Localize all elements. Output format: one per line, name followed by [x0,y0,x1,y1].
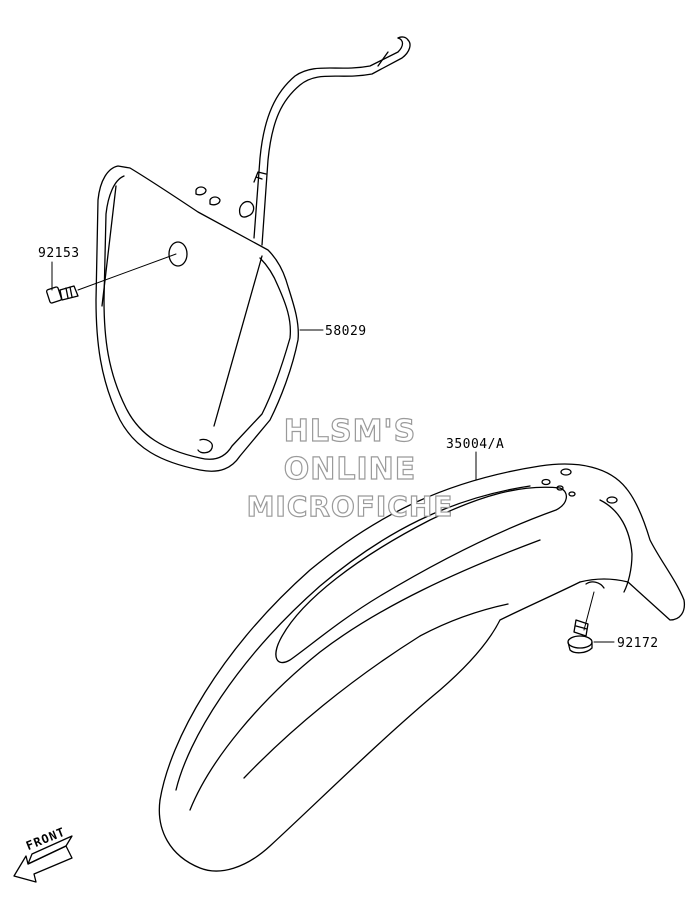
front-fender-35004[interactable] [158,463,686,872]
part-label-92153[interactable]: 92153 [38,246,80,261]
bolt-92153[interactable] [46,253,177,304]
watermark-line-1: HLSM'S [283,413,417,449]
bolt-92172[interactable] [567,591,595,654]
front-direction-arrow [13,835,73,883]
watermark-line-3: MICROFICHE [246,489,454,523]
part-label-92172[interactable]: 92172 [617,636,659,651]
part-label-58029[interactable]: 58029 [325,324,367,339]
number-plate-58029[interactable] [95,36,411,472]
watermark-line-2: ONLINE [283,451,417,487]
part-label-35004[interactable]: 35004/A [446,437,505,452]
